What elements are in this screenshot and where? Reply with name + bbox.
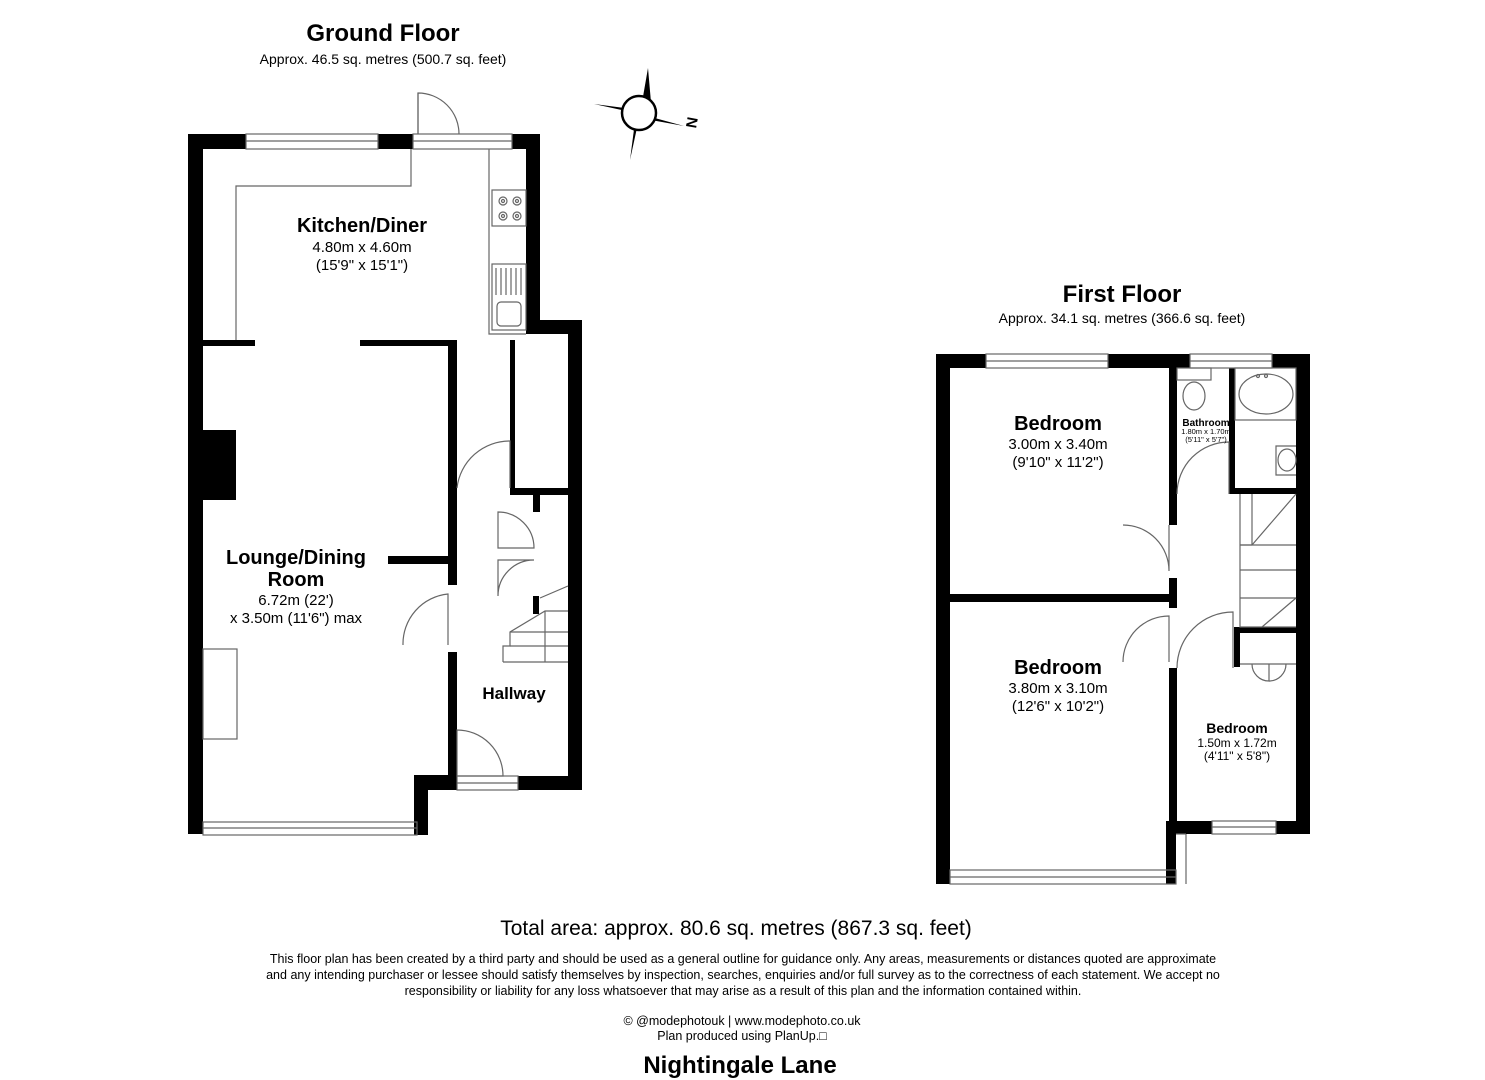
disclaimer: This floor plan has been created by a th… xyxy=(266,952,1220,998)
gf-chimney xyxy=(203,430,236,500)
lounge-dim2: x 3.50m (11'6") max xyxy=(230,610,363,627)
gf-lounge-hall-wall-b xyxy=(448,652,457,790)
gf-front-door-swing xyxy=(456,729,504,777)
ff-stairs xyxy=(1239,494,1296,628)
ff-bottom-wall-bay xyxy=(1176,821,1212,834)
kitchen-dim1: 4.80m x 4.60m xyxy=(312,239,411,256)
kitchen-dim2: (15'9" x 15'1") xyxy=(316,257,408,274)
property-address: Nightingale Lane xyxy=(643,1052,837,1079)
ff-cupboard-door-b xyxy=(1268,663,1287,682)
ff-bed-div-wall xyxy=(950,594,1177,602)
first-floor-area: Approx. 34.1 sq. metres (366.6 sq. feet) xyxy=(998,310,1246,326)
ff-bath-bottom xyxy=(1234,488,1296,494)
gf-kitchen-hall-door xyxy=(456,440,511,489)
ff-cupboard-door-a xyxy=(1251,663,1270,682)
gf-partition-top-right xyxy=(360,340,457,346)
gf-rear-door-swing xyxy=(417,92,460,135)
ff-bottom-wall-right xyxy=(1276,821,1310,834)
bedroom1-dim1: 3.00m x 3.40m xyxy=(1008,436,1107,453)
gf-stair-post xyxy=(533,596,539,614)
compass-icon: N xyxy=(594,68,702,160)
gf-cupboard-door-a xyxy=(497,511,535,549)
lounge-dim1: 6.72m (22') xyxy=(258,592,333,609)
credits-line1: © @modephotouk | www.modephoto.co.uk xyxy=(623,1014,861,1028)
ff-basin xyxy=(1275,445,1296,476)
lounge-name2: Room xyxy=(268,569,325,591)
ff-bed1-right-wall xyxy=(1169,368,1177,525)
bedroom3-name: Bedroom xyxy=(1206,720,1267,736)
gf-hall-bottom-wall xyxy=(518,776,582,790)
bathroom-dim1: 1.80m x 1.70m xyxy=(1181,427,1231,436)
bedroom2-dim2: (12'6" x 10'2") xyxy=(1012,698,1104,715)
ff-bed2-door xyxy=(1122,615,1170,663)
gf-stairs xyxy=(502,610,568,662)
gf-top-wall-left xyxy=(188,134,246,149)
ff-bath xyxy=(1234,367,1297,421)
total-area: Total area: approx. 80.6 sq. metres (867… xyxy=(500,917,972,940)
bedroom2-dim1: 3.80m x 3.10m xyxy=(1008,680,1107,697)
gf-outer-right-wall xyxy=(568,320,582,790)
gf-partition-top-left xyxy=(203,340,255,346)
ff-left-wall xyxy=(936,354,950,884)
ff-right-wall xyxy=(1296,354,1310,834)
gf-sink xyxy=(491,263,527,331)
ff-bed2-right-a xyxy=(1169,578,1177,608)
gf-lounge-stub xyxy=(388,556,448,564)
gf-lounge-door xyxy=(402,593,449,646)
bedroom2-name: Bedroom xyxy=(1014,657,1102,679)
gf-top-wall-mid xyxy=(378,134,413,149)
ff-bed1-door xyxy=(1122,524,1170,572)
ff-top-wall-left xyxy=(936,354,986,368)
bedroom1-dim2: (9'10" x 11'2") xyxy=(1012,454,1103,471)
bedroom3-dim2: (4'11" x 5'8") xyxy=(1204,749,1270,763)
bedroom3-dim1: 1.50m x 1.72m xyxy=(1197,736,1276,750)
ff-bed3-top xyxy=(1234,627,1296,633)
gf-cupboard-door-b xyxy=(497,559,535,597)
first-floor-title: First Floor xyxy=(1062,281,1182,308)
gf-cupboard-wall xyxy=(510,488,582,495)
gf-left-wall xyxy=(188,134,203,834)
bathroom-dim2: (5'11" x 5'7") xyxy=(1185,435,1227,444)
kitchen-name: Kitchen/Diner xyxy=(297,215,427,237)
gf-lounge-hall-wall-a xyxy=(448,340,457,585)
gf-hearth xyxy=(202,648,238,740)
ff-bay-post xyxy=(1166,821,1176,884)
credits-line2: Plan produced using PlanUp.□ xyxy=(657,1029,827,1043)
lounge-name1: Lounge/Dining xyxy=(226,547,366,569)
gf-hob xyxy=(491,189,527,227)
ff-bed3-door xyxy=(1176,611,1234,669)
ff-bed3-left-stub xyxy=(1234,627,1240,667)
ground-floor-area: Approx. 46.5 sq. metres (500.7 sq. feet) xyxy=(259,51,507,67)
gf-cupboard-div xyxy=(533,488,540,512)
hallway-name: Hallway xyxy=(482,684,546,703)
bedroom1-name: Bedroom xyxy=(1014,413,1102,435)
bathroom-name: Bathroom xyxy=(1182,418,1229,429)
ff-toilet-cistern xyxy=(1176,367,1212,381)
ff-bath-left xyxy=(1229,368,1235,494)
ff-toilet xyxy=(1182,381,1206,411)
gf-kitchen-right-wall xyxy=(526,134,540,334)
ff-top-wall-mid xyxy=(1108,354,1190,368)
gf-kitchen-hall-div xyxy=(510,340,515,488)
ground-floor-title: Ground Floor xyxy=(306,20,460,47)
gf-hall-bay-wall xyxy=(427,775,457,790)
ff-bed2-right-b xyxy=(1169,668,1177,834)
gf-bay-right xyxy=(414,775,428,835)
compass-label: N xyxy=(683,116,702,130)
ff-bathroom-door xyxy=(1176,441,1230,495)
